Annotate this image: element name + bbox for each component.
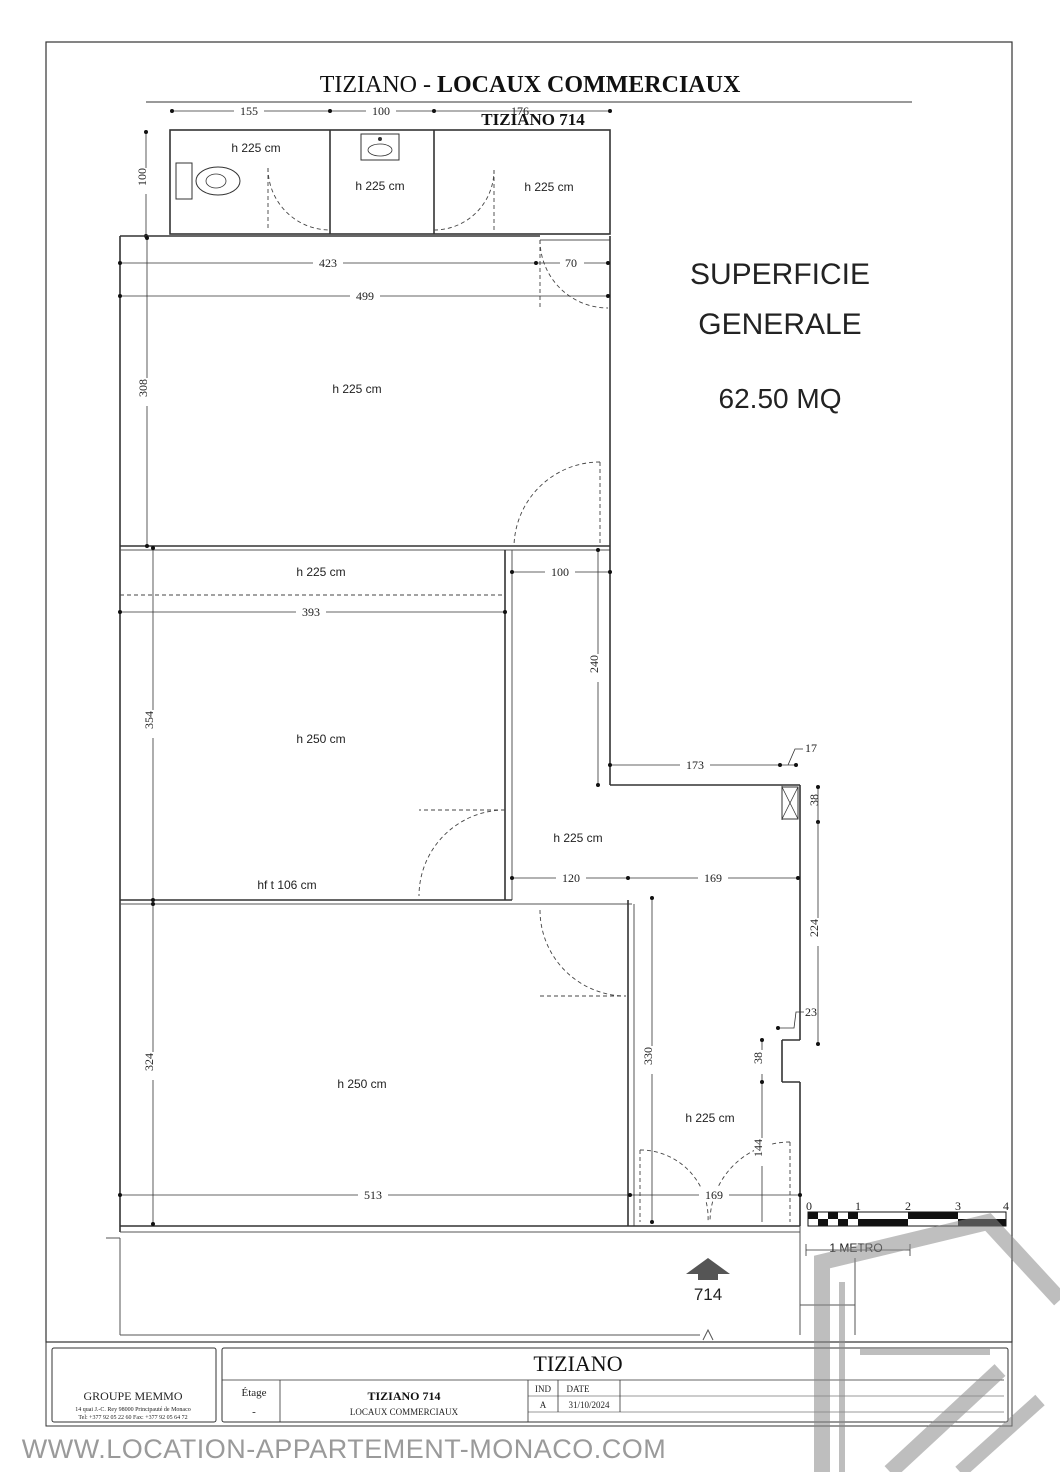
room-label-room1: h 225 cm [332,382,381,396]
dimension-354: 354 [142,546,161,902]
summary-line2: GENERALE [698,308,861,341]
svg-text:100: 100 [135,168,149,186]
room-label-corridor: h 225 cm [296,565,345,579]
svg-text:23: 23 [805,1005,817,1019]
svg-text:4: 4 [1003,1199,1009,1213]
titleblock-unit-desc: LOCAUX COMMERCIAUX [350,1407,459,1417]
titleblock-company: GROUPE MEMMO [83,1389,182,1403]
toilet-icon [175,162,241,200]
dimension-330: 330 [641,896,660,1224]
svg-text:330: 330 [641,1047,655,1065]
svg-text:308: 308 [136,379,150,397]
svg-text:423: 423 [319,256,337,270]
dimension-173: 173 17 [608,741,817,772]
titleblock-date-label: DATE [567,1384,590,1394]
svg-text:324: 324 [142,1053,156,1071]
svg-text:173: 173 [686,758,704,772]
room-label-storage: h 225 cm [524,180,573,194]
titleblock-ind-value: A [540,1400,547,1410]
svg-text:155: 155 [240,104,258,118]
room-label-room2: h 250 cm [296,732,345,746]
entrance-label: 714 [694,1285,722,1304]
titleblock-date-value: 31/10/2024 [568,1400,610,1410]
header-subtitle: TIZIANO 714 [481,110,585,129]
svg-text:17: 17 [805,741,817,755]
room-label-entry: h 225 cm [685,1111,734,1125]
hall: h 225 cm [553,546,801,1226]
titleblock-unit: TIZIANO 714 [367,1389,440,1403]
svg-text:100: 100 [551,565,569,579]
dimension-240: 240 [587,548,606,787]
sheet-border [45,41,1013,1343]
title-block: GROUPE MEMMO 14 quai J.-C. Rey 98000 Pri… [45,1341,1013,1427]
utility-block: h 225 cm h 225 cm h 225 cm [169,129,611,235]
dimension-38b-144: 38 144 [751,1038,770,1222]
dimension-38a: 38 [807,785,821,824]
dimension-499: 499 [118,289,610,303]
svg-text:513: 513 [364,1188,382,1202]
svg-text:169: 169 [704,871,722,885]
svg-text:240: 240 [587,655,601,673]
svg-text:0: 0 [806,1199,812,1213]
dimension-393: 393 [118,605,507,619]
titleblock-ind-label: IND [535,1384,551,1394]
header-title: TIZIANO - LOCAUX COMMERCIAUX [320,72,741,98]
room-label-sink: h 225 cm [355,179,404,193]
watermark-house-icon [814,1213,1060,1472]
dimension-308: 308 [136,236,155,548]
dimension-100-mid: 100 [510,565,612,579]
dimension-224: 224 23 [776,822,826,1046]
titleblock-address: 14 quai J.-C. Rey 98000 Principauté de M… [75,1407,190,1413]
dimension-top: 155 100 176 [170,104,612,118]
svg-text:169: 169 [705,1188,723,1202]
watermark-url: WWW.LOCATION-APPARTEMENT-MONACO.COM [22,1434,667,1464]
titleblock-project: TIZIANO [533,1351,622,1376]
room-1: h 225 cm [119,235,611,1232]
svg-text:100: 100 [372,104,390,118]
svg-text:2: 2 [905,1199,911,1213]
titleblock-etage-label: Étage [241,1387,266,1399]
room-label-room3: h 250 cm [337,1077,386,1091]
dimension-324: 324 [142,902,161,1226]
room-label-soffit: hf t 106 cm [257,878,316,892]
sink-icon [360,133,400,161]
sidewalk [106,1226,856,1341]
svg-text:38: 38 [751,1052,765,1064]
room-label-wc: h 225 cm [231,141,280,155]
svg-text:354: 354 [142,711,156,729]
dimension-utility-height: 100 [135,130,154,238]
svg-text:1: 1 [855,1199,861,1213]
svg-text:70: 70 [565,256,577,270]
svg-text:393: 393 [302,605,320,619]
svg-text:38: 38 [807,794,821,806]
titleblock-phone: Tel: +377 92 05 22 60 Fax: +377 92 05 64… [78,1415,187,1421]
dimension-513-169: 513 169 [118,1188,802,1202]
dimension-423-70: 423 70 [118,256,610,270]
svg-text:499: 499 [356,289,374,303]
summary-area: 62.50 MQ [719,383,842,414]
room-3: h 250 cm h 225 cm [120,900,800,1233]
svg-text:144: 144 [751,1139,765,1157]
titleblock-etage-value: - [252,1406,256,1418]
dimension-120-169: 120 169 [510,871,800,885]
svg-text:120: 120 [562,871,580,885]
svg-text:224: 224 [807,919,821,937]
room-label-hall: h 225 cm [553,831,602,845]
svg-text:3: 3 [955,1199,961,1213]
svg-text:176: 176 [511,104,529,118]
room-2: h 225 cm h 250 cm hf t 106 cm [120,550,632,905]
summary-line1: SUPERFICIE [690,258,870,291]
entrance-arrow-icon [686,1258,730,1280]
